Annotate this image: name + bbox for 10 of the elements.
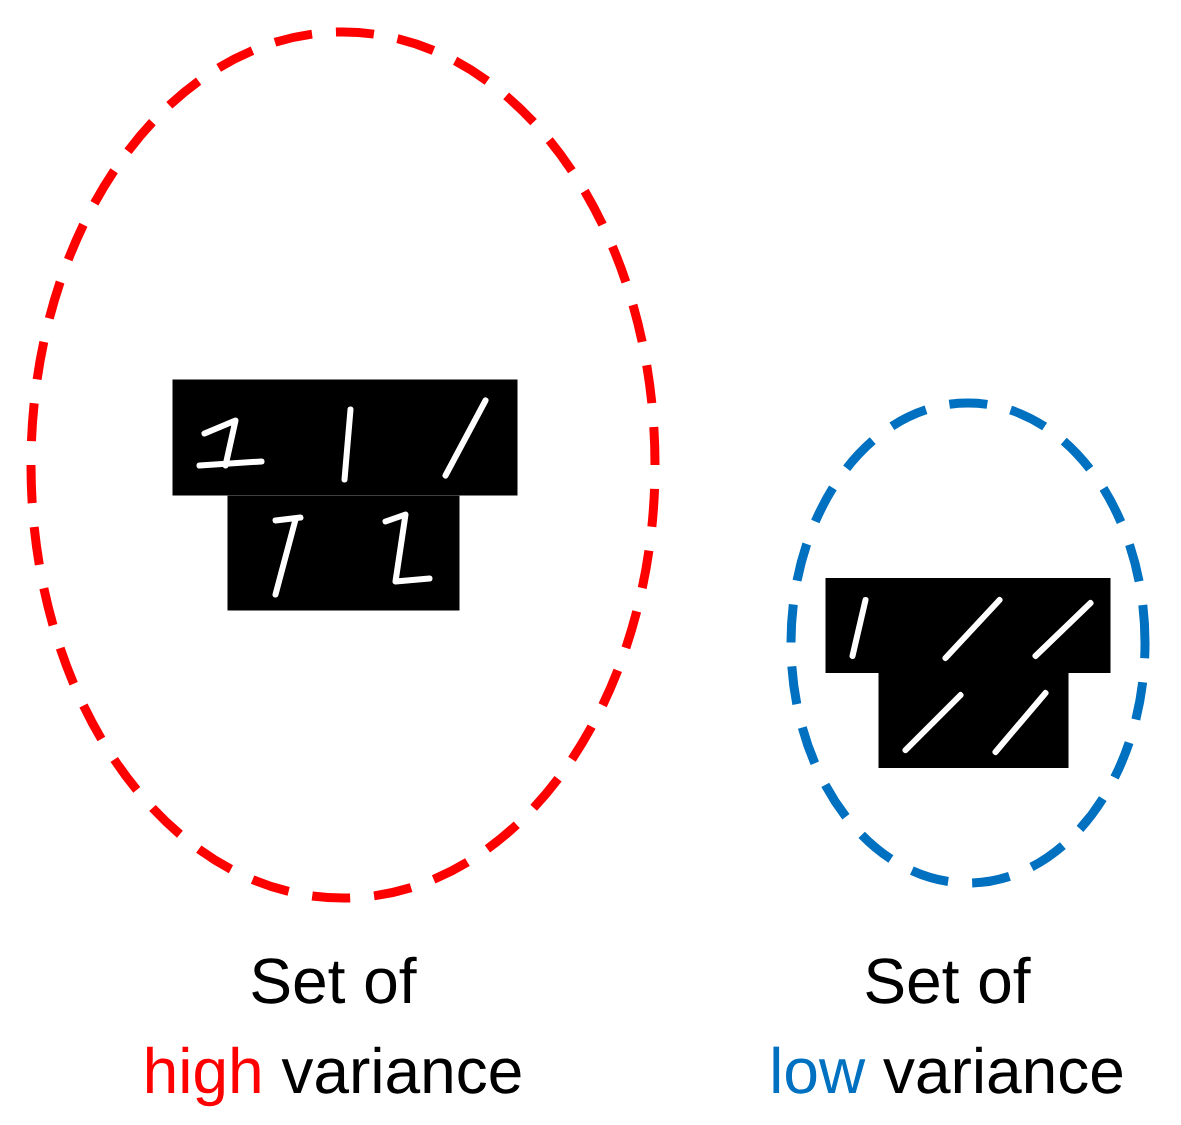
caption-text: variance: [883, 1046, 1122, 1094]
highlighted-word: low: [773, 1046, 866, 1094]
highlighted-word: high: [147, 1046, 260, 1107]
handwritten-digits-drawing: [172, 379, 518, 611]
dashed-ellipse: [26, 27, 660, 903]
caption-text: Set of: [866, 956, 1031, 1004]
handwritten-digits-drawing: [825, 578, 1111, 768]
dashed-ellipse: [786, 398, 1150, 888]
caption-text: Set of: [252, 956, 417, 1004]
caption-text: variance: [281, 1046, 521, 1094]
